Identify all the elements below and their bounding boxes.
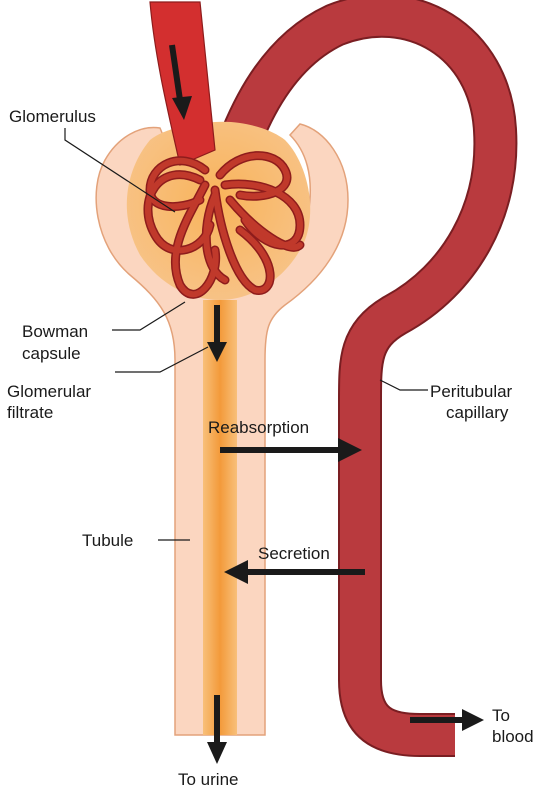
secretion-label: Secretion [258, 544, 330, 563]
to-blood-label-line2: blood [492, 727, 534, 746]
bowman-label-line2: capsule [22, 344, 81, 363]
glomerulus-label: Glomerulus [9, 107, 96, 126]
to-blood-label-line1: To [492, 706, 510, 725]
tubule-label: Tubule [82, 531, 133, 550]
filtrate-label-line2: filtrate [7, 403, 53, 422]
to-urine-label: To urine [178, 770, 238, 789]
peritubular-label-line1: Peritubular [430, 382, 513, 401]
peritubular-leader [380, 380, 428, 390]
tubule-lumen [203, 300, 237, 735]
peritubular-label-line2: capillary [446, 403, 509, 422]
reabsorption-label: Reabsorption [208, 418, 309, 437]
filtrate-label-line1: Glomerular [7, 382, 91, 401]
bowman-label-line1: Bowman [22, 322, 88, 341]
